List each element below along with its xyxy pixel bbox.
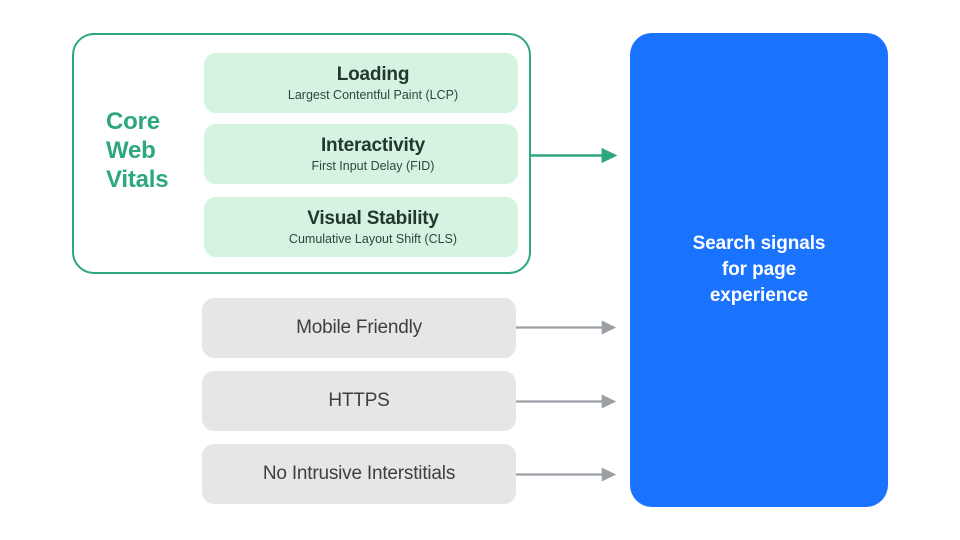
vital-card-loading: Loading Largest Contentful Paint (LCP) — [204, 53, 518, 113]
search-signals-box: Search signals for page experience — [630, 33, 888, 507]
signal-box-label: HTTPS — [328, 390, 390, 411]
signal-box-label: No Intrusive Interstitials — [262, 463, 456, 484]
vital-card-subtitle: Cumulative Layout Shift (CLS) — [288, 231, 458, 246]
signal-box-mobile-friendly: Mobile Friendly — [202, 298, 516, 358]
core-web-vitals-group-label: Core Web Vitals — [106, 108, 169, 193]
vital-card-title: Interactivity — [320, 134, 426, 156]
signal-box-label: Mobile Friendly — [296, 317, 422, 338]
core-web-vitals-group: Core Web Vitals Loading Largest Contentf… — [72, 33, 531, 274]
search-signals-label: Search signals for page experience — [692, 233, 826, 306]
vital-card-subtitle: Largest Contentful Paint (LCP) — [287, 87, 459, 102]
signal-box-https: HTTPS — [202, 371, 516, 431]
vital-card-title: Visual Stability — [307, 207, 439, 229]
vital-card-visual-stability: Visual Stability Cumulative Layout Shift… — [204, 197, 518, 257]
vital-card-interactivity: Interactivity First Input Delay (FID) — [204, 124, 518, 184]
vital-card-title: Loading — [336, 63, 410, 85]
vital-card-subtitle: First Input Delay (FID) — [311, 158, 435, 173]
signal-box-no-intrusive-interstitials: No Intrusive Interstitials — [202, 444, 516, 504]
